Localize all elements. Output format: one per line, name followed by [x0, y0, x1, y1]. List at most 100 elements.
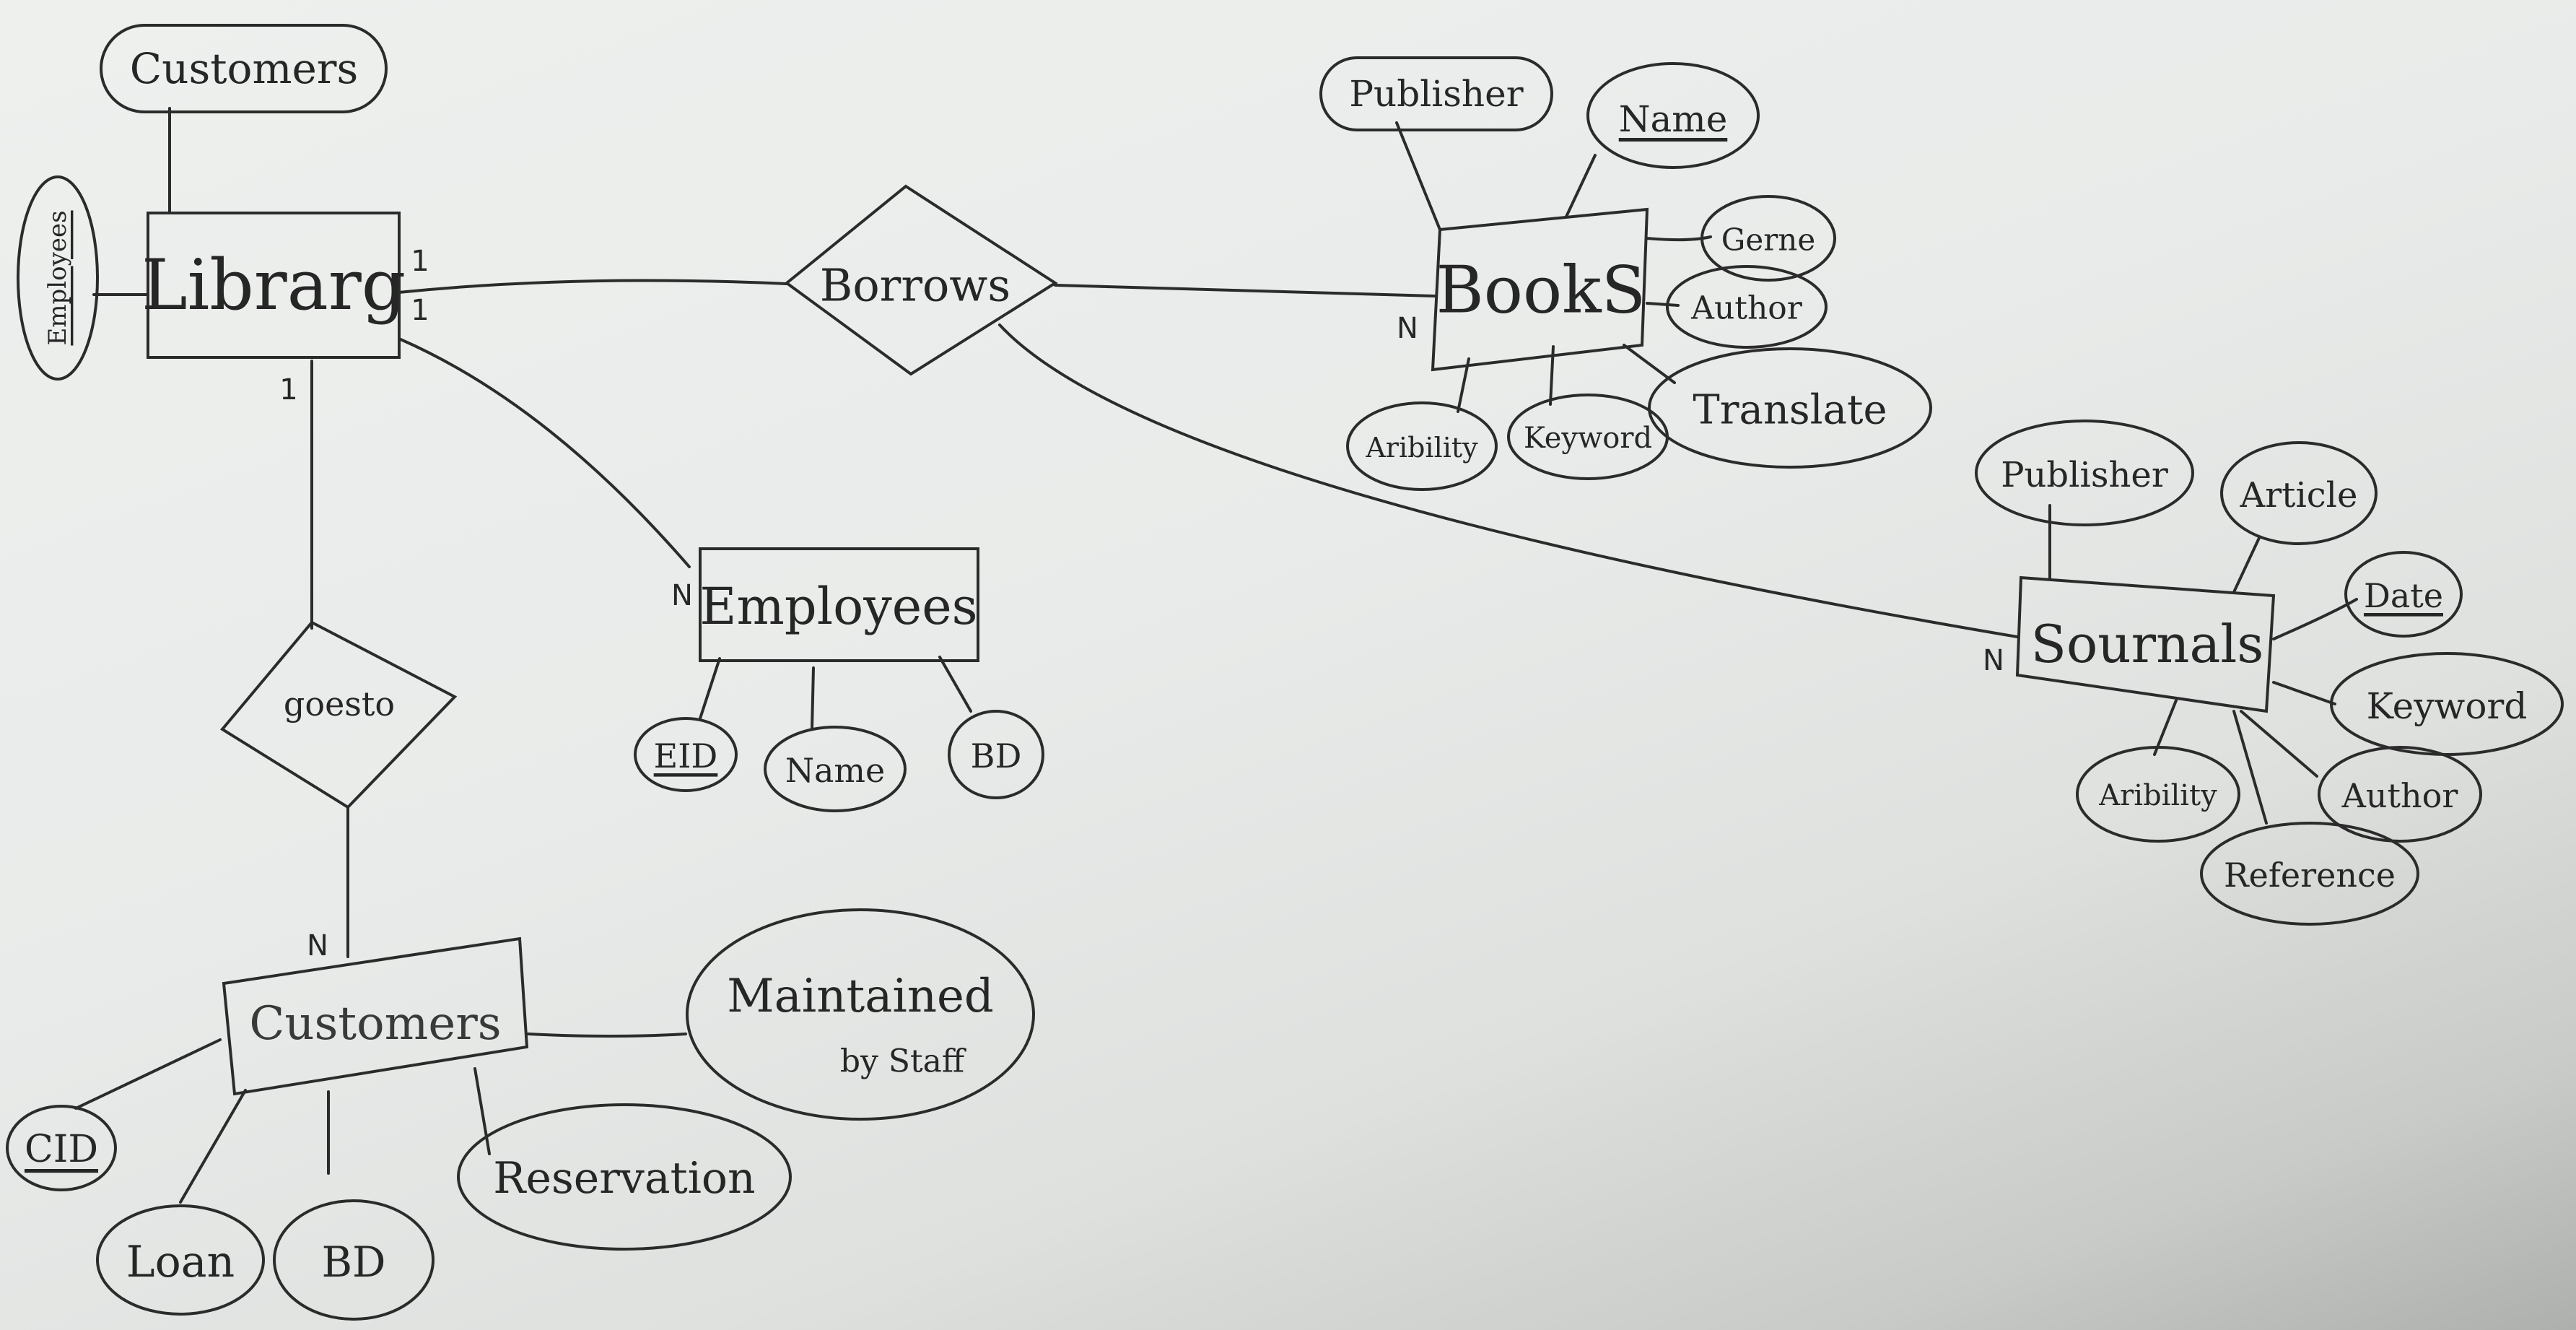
connectors [74, 107, 2358, 1204]
attr-customers-cid-label: CID [25, 1128, 98, 1171]
cardinality-library-goesto: 1 [279, 373, 297, 407]
attr-employees-bd: BD [948, 710, 1044, 799]
attr-employees-bd-shape [948, 710, 1044, 799]
attr-employees-eid-label: EID [654, 736, 718, 775]
entity-library: Librarg [141, 212, 406, 359]
line-books-name [1565, 154, 1597, 218]
line-journals-article [2232, 536, 2261, 594]
attr-books-availability-shape [1346, 401, 1498, 491]
attr-employees-eid-shape [634, 717, 738, 792]
attr-customers-loan: Loan [96, 1204, 265, 1316]
attr-customers-maintained-label-2: by Staff [840, 1043, 966, 1080]
attr-journals-author: Author [2318, 746, 2482, 843]
cardinality-journals: N [1983, 644, 2004, 677]
attr-employees-name-label: Name [785, 751, 886, 790]
attr-library-employees: Employees [17, 175, 99, 381]
entity-customers-label: Customers [249, 997, 501, 1051]
entity-library-box [147, 212, 401, 359]
attr-employees-name: Name [764, 726, 907, 812]
entity-customers-box [222, 936, 529, 1096]
attr-customers-maintained-label-1: Maintained [727, 970, 994, 1023]
attr-journals-keyword-label: Keyword [2367, 685, 2528, 727]
entity-employees-label: Employees [699, 577, 977, 636]
attr-library-customers-label: Customers [130, 44, 359, 93]
attr-journals-article-label: Article [2240, 475, 2358, 516]
entity-journals: Sournals [2015, 575, 2276, 713]
attr-journals-keyword: Keyword [2330, 652, 2564, 756]
relationship-borrows-diamond [784, 184, 1058, 376]
attr-journals-article: Article [2220, 441, 2378, 545]
attr-employees-eid: EID [634, 717, 738, 792]
attr-books-translate: Translate [1648, 347, 1932, 469]
cardinality-library-borrows-2: 1 [411, 294, 429, 327]
attr-books-availability: Aribility [1346, 401, 1498, 491]
attr-journals-publisher: Publisher [1975, 420, 2194, 526]
attr-books-keyword-shape [1507, 394, 1669, 480]
line-books-translate [1623, 344, 1676, 384]
attr-books-translate-label: Translate [1693, 387, 1887, 434]
line-journals-author [2240, 710, 2318, 778]
attr-books-genre: Gerne [1700, 195, 1836, 282]
relationship-goes-to-label: goesto [284, 684, 395, 723]
attr-journals-reference: Reference [2200, 822, 2419, 926]
attr-library-customers: Customers [100, 24, 388, 113]
attr-books-genre-label: Gerne [1721, 222, 1815, 258]
attr-journals-author-label: Author [2341, 776, 2458, 815]
attr-books-name: Name [1586, 62, 1760, 169]
entity-library-label: Librarg [141, 245, 406, 326]
relationship-borrows-label: Borrows [820, 259, 1010, 312]
entity-customers: Customers [222, 936, 529, 1096]
entity-employees: Employees [699, 547, 979, 662]
attr-customers-maintained: Maintained by Staff [686, 908, 1035, 1121]
line-borrows-journals [998, 323, 2019, 638]
line-journals-keyword [2272, 681, 2336, 705]
attr-books-publisher-label: Publisher [1349, 73, 1523, 115]
entity-employees-box [699, 547, 979, 662]
attr-journals-date-label: Date [2364, 576, 2443, 615]
attr-employees-name-shape [764, 726, 907, 812]
line-journals-reference [2232, 710, 2268, 825]
line-library-borrows [397, 279, 788, 294]
relationship-goes-to-diamond [219, 620, 458, 809]
line-employees-bd [938, 656, 972, 713]
attr-journals-availability-shape [2076, 746, 2240, 843]
line-books-author [1646, 302, 1680, 307]
attr-library-employees-label: Employees [43, 210, 72, 345]
relationship-borrows: Borrows [784, 184, 1058, 376]
relationship-goes-to: goesto [219, 620, 458, 809]
line-employees-name [811, 666, 815, 731]
line-customers-maintained [527, 1033, 687, 1038]
line-journals-availability [2153, 699, 2178, 756]
cardinality-customers: N [307, 929, 328, 962]
line-journals-date [2272, 598, 2358, 640]
attr-books-author: Author [1666, 265, 1828, 349]
cardinality-library-borrows-1: 1 [411, 245, 429, 278]
cardinalities: 1 1 1 N N N N [279, 245, 2004, 962]
entity-journals-label: Sournals [2031, 614, 2264, 674]
attr-customers-loan-label: Loan [126, 1237, 235, 1287]
entity-books: BookS [1431, 207, 1649, 372]
attr-journals-reference-label: Reference [2224, 856, 2396, 895]
attr-books-author-label: Author [1690, 290, 1803, 327]
attr-journals-reference-shape [2200, 822, 2419, 926]
line-customers-loan [179, 1089, 247, 1204]
attr-books-availability-label: Aribility [1365, 432, 1478, 464]
attr-library-employees-shape [17, 175, 99, 381]
line-books-availability [1457, 357, 1470, 413]
attr-customers-bd: BD [273, 1199, 435, 1321]
attr-customers-reservation-label: Reservation [493, 1153, 755, 1204]
attr-customers-loan-shape [96, 1204, 265, 1316]
attr-books-publisher-shape [1319, 56, 1553, 131]
attr-customers-reservation: Reservation [457, 1103, 792, 1251]
line-employees-eid [699, 657, 721, 720]
attr-customers-maintained-shape [686, 908, 1035, 1121]
attr-journals-publisher-label: Publisher [2001, 455, 2168, 495]
attr-journals-publisher-shape [1975, 420, 2194, 526]
attr-journals-availability: Aribility [2076, 746, 2240, 843]
cardinality-books: N [1397, 312, 1418, 345]
attr-customers-cid: CID [6, 1105, 117, 1191]
attr-customers-bd-label: BD [321, 1238, 385, 1287]
attr-customers-cid-shape [6, 1105, 117, 1191]
attr-journals-article-shape [2220, 441, 2378, 545]
